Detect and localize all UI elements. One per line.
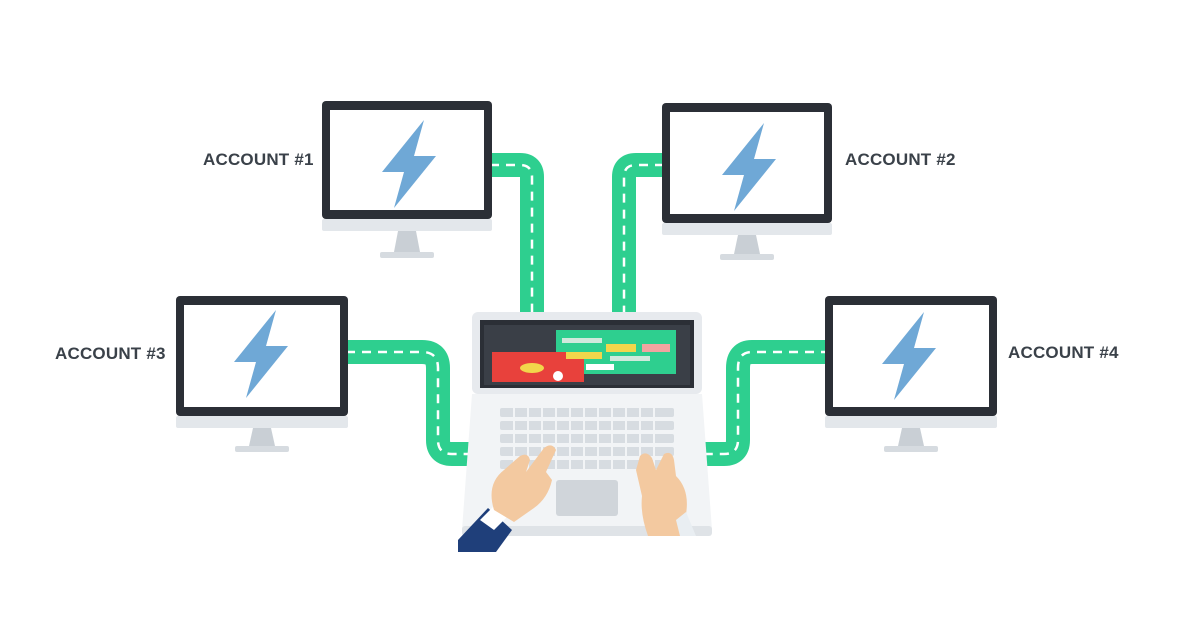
account-3-label: ACCOUNT #3 xyxy=(55,344,166,363)
monitor-account-1 xyxy=(322,101,492,258)
monitor-account-4 xyxy=(825,296,997,452)
lightning-bolt-icon xyxy=(234,310,288,398)
connector-account-2 xyxy=(612,153,664,318)
lightning-bolt-icon xyxy=(382,120,436,208)
lightning-bolt-icon xyxy=(882,312,936,400)
monitor-account-2 xyxy=(662,103,832,260)
lightning-bolt-icon xyxy=(722,123,776,211)
connector-account-1 xyxy=(490,153,544,318)
connectors xyxy=(346,153,830,466)
hands-icon xyxy=(458,445,696,552)
account-4-label: ACCOUNT #4 xyxy=(1008,343,1119,362)
account-2-label: ACCOUNT #2 xyxy=(845,150,956,169)
monitor-account-3 xyxy=(176,296,348,452)
account-1-label: ACCOUNT #1 xyxy=(203,150,314,169)
